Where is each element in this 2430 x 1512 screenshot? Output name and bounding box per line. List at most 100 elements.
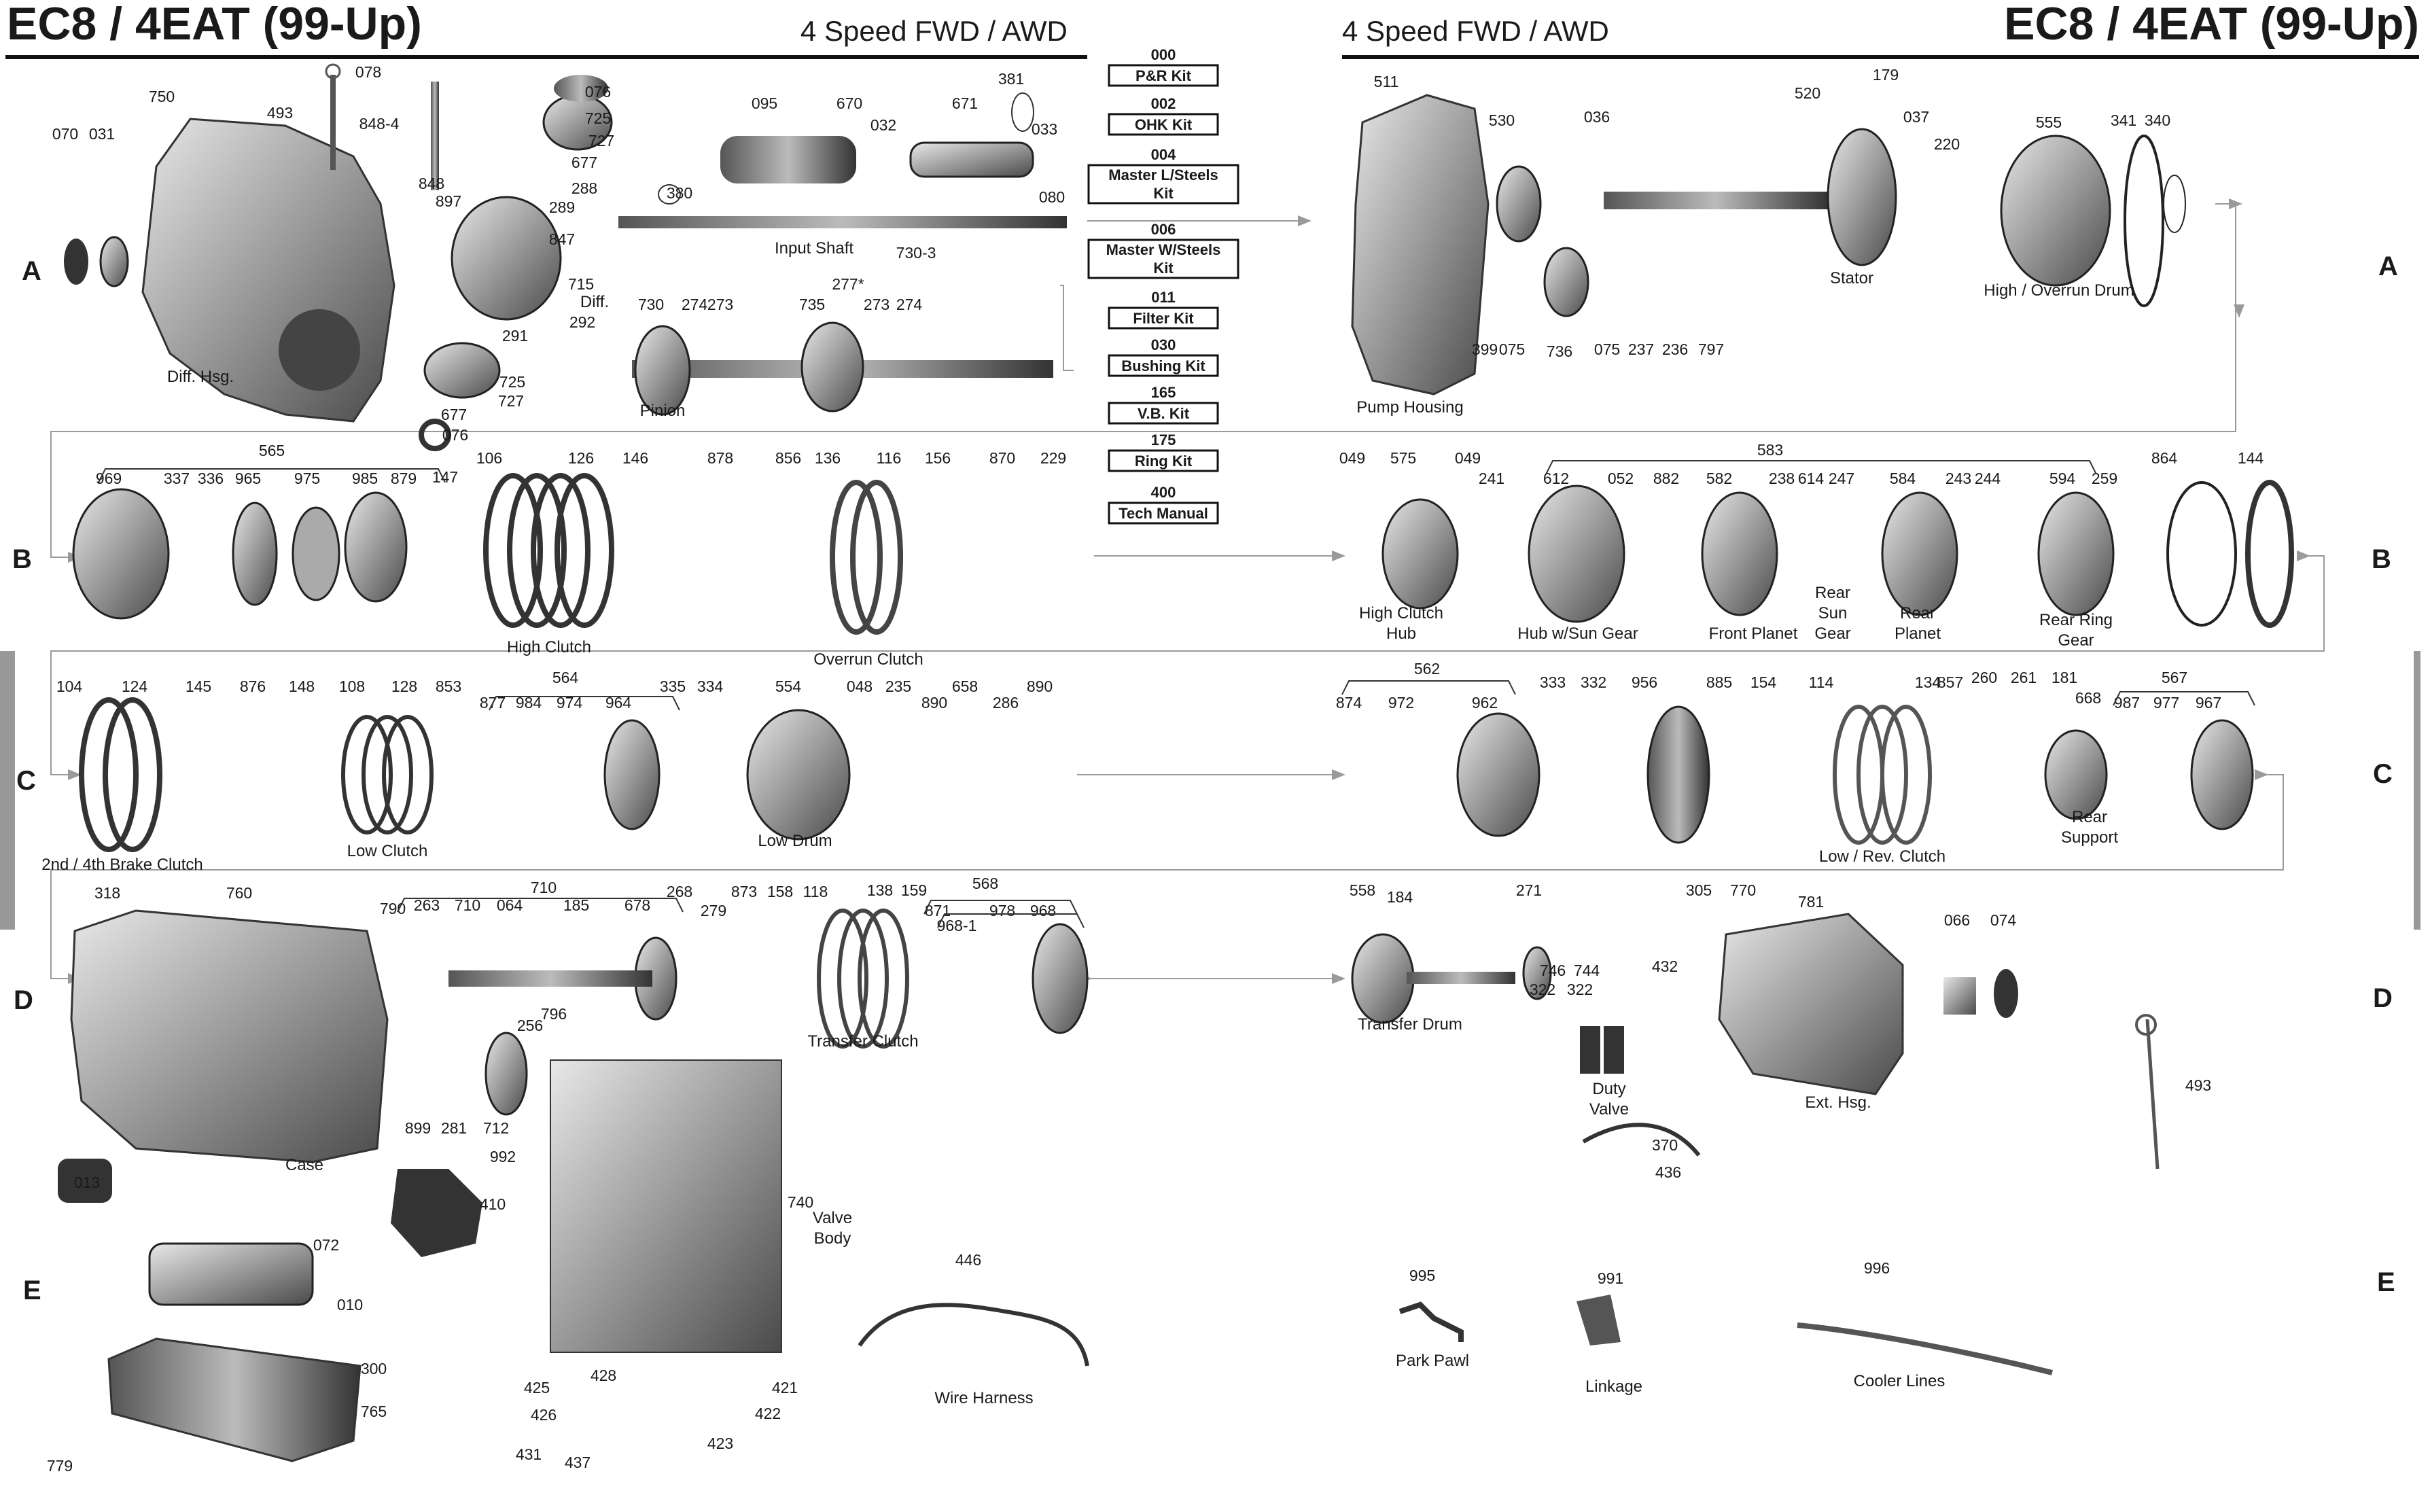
part-callout[interactable]: 256 bbox=[517, 1017, 543, 1034]
part-callout[interactable]: 148 bbox=[289, 678, 315, 695]
part-callout[interactable]: 237 bbox=[1628, 340, 1654, 358]
part-callout[interactable]: 727 bbox=[588, 132, 614, 150]
part-callout[interactable]: 746 bbox=[1540, 962, 1566, 979]
part-callout[interactable]: 318 bbox=[94, 884, 120, 902]
part-callout[interactable]: 048 bbox=[847, 678, 873, 695]
part-callout[interactable]: 493 bbox=[267, 104, 293, 122]
part-callout[interactable]: 779 bbox=[47, 1457, 73, 1475]
part-callout[interactable]: 158 bbox=[767, 883, 793, 900]
part-callout[interactable]: 996 bbox=[1864, 1259, 1890, 1277]
part-callout[interactable]: 658 bbox=[952, 678, 978, 695]
part-callout[interactable]: 322 bbox=[1567, 981, 1593, 998]
kit-box[interactable] bbox=[1108, 306, 1219, 330]
kit-box[interactable] bbox=[1087, 164, 1239, 205]
part-callout[interactable]: 864 bbox=[2151, 449, 2178, 467]
part-callout[interactable]: 431 bbox=[516, 1445, 542, 1463]
part-callout[interactable]: 730 bbox=[638, 296, 664, 313]
kit-label[interactable]: Filter Kit bbox=[1133, 310, 1194, 327]
part-callout[interactable]: 558 bbox=[1350, 881, 1375, 899]
part-callout[interactable]: 370 bbox=[1652, 1136, 1678, 1154]
part-callout[interactable]: 446 bbox=[955, 1251, 981, 1269]
part-callout[interactable]: 555 bbox=[2036, 113, 2062, 131]
kit-box[interactable] bbox=[1108, 502, 1219, 525]
part-callout[interactable]: 856 bbox=[775, 449, 801, 467]
part-callout[interactable]: 236 bbox=[1662, 340, 1688, 358]
kit-box[interactable] bbox=[1108, 402, 1219, 425]
part-callout[interactable]: 271 bbox=[1516, 881, 1542, 899]
part-callout[interactable]: 668 bbox=[2075, 689, 2101, 707]
part-callout[interactable]: 279 bbox=[701, 902, 726, 919]
part-callout[interactable]: 108 bbox=[339, 678, 365, 695]
part-callout[interactable]: 136 bbox=[815, 449, 841, 467]
part-callout[interactable]: 975 bbox=[294, 470, 320, 487]
part-callout[interactable]: 677 bbox=[571, 154, 597, 171]
part-callout[interactable]: 677 bbox=[441, 406, 467, 423]
part-callout[interactable]: 128 bbox=[391, 678, 417, 695]
part-callout[interactable]: 740 bbox=[788, 1193, 813, 1211]
part-callout[interactable]: 260 bbox=[1971, 669, 1997, 686]
part-callout[interactable]: 261 bbox=[2011, 669, 2037, 686]
part-callout[interactable]: 033 bbox=[1032, 120, 1057, 138]
part-callout[interactable]: 274 bbox=[896, 296, 923, 313]
part-callout[interactable]: 885 bbox=[1706, 673, 1732, 691]
kit-box[interactable] bbox=[1108, 113, 1219, 136]
kit-label[interactable]: P&R Kit bbox=[1135, 67, 1192, 84]
part-callout[interactable]: 781 bbox=[1798, 893, 1824, 911]
part-callout[interactable]: 956 bbox=[1632, 673, 1657, 691]
part-callout[interactable]: 305 bbox=[1686, 881, 1712, 899]
kit-label[interactable]: Ring Kit bbox=[1135, 453, 1193, 470]
kit-label[interactable]: OHK Kit bbox=[1135, 116, 1193, 133]
part-callout[interactable]: 493 bbox=[2185, 1076, 2211, 1094]
part-callout[interactable]: 052 bbox=[1608, 470, 1634, 487]
part-callout[interactable]: 333 bbox=[1540, 673, 1566, 691]
part-callout[interactable]: 725 bbox=[585, 109, 611, 127]
part-callout[interactable]: 882 bbox=[1653, 470, 1679, 487]
part-callout[interactable]: 879 bbox=[391, 470, 417, 487]
part-callout[interactable]: 614 bbox=[1798, 470, 1825, 487]
part-callout[interactable]: 750 bbox=[149, 88, 175, 105]
part-callout[interactable]: 423 bbox=[707, 1435, 733, 1452]
part-callout[interactable]: 796 bbox=[541, 1005, 567, 1023]
kit-label[interactable]: V.B. Kit bbox=[1138, 405, 1190, 422]
part-callout[interactable]: 336 bbox=[198, 470, 224, 487]
part-callout[interactable]: 031 bbox=[89, 125, 115, 143]
part-callout[interactable]: 848-4 bbox=[359, 115, 400, 133]
part-callout[interactable]: 273 bbox=[707, 296, 733, 313]
part-callout[interactable]: 564 bbox=[552, 669, 579, 686]
part-callout[interactable]: 072 bbox=[313, 1236, 339, 1254]
part-callout[interactable]: 727 bbox=[498, 392, 524, 410]
part-callout[interactable]: 575 bbox=[1390, 449, 1416, 467]
part-callout[interactable]: 243 bbox=[1945, 470, 1971, 487]
part-callout[interactable]: 870 bbox=[989, 449, 1015, 467]
part-callout[interactable]: 962 bbox=[1472, 694, 1498, 711]
part-callout[interactable]: 145 bbox=[186, 678, 211, 695]
part-callout[interactable]: 075 bbox=[1499, 340, 1525, 358]
part-callout[interactable]: 337 bbox=[164, 470, 190, 487]
part-callout[interactable]: 335 bbox=[660, 678, 686, 695]
part-callout[interactable]: 736 bbox=[1547, 342, 1572, 360]
part-callout[interactable]: 134 bbox=[1915, 673, 1941, 691]
part-callout[interactable]: 678 bbox=[624, 896, 650, 914]
part-callout[interactable]: 184 bbox=[1387, 888, 1413, 906]
part-callout[interactable]: 036 bbox=[1584, 108, 1610, 126]
part-callout[interactable]: 334 bbox=[697, 678, 724, 695]
part-callout[interactable]: 968 bbox=[1030, 902, 1056, 919]
part-callout[interactable]: 857 bbox=[1937, 673, 1963, 691]
part-callout[interactable]: 715 bbox=[568, 275, 594, 293]
part-callout[interactable]: 594 bbox=[2049, 470, 2076, 487]
part-callout[interactable]: 289 bbox=[549, 198, 575, 216]
part-callout[interactable]: 032 bbox=[870, 116, 896, 134]
kit-box[interactable] bbox=[1087, 239, 1239, 279]
part-callout[interactable]: 156 bbox=[925, 449, 951, 467]
part-callout[interactable]: 967 bbox=[2196, 694, 2221, 711]
part-callout[interactable]: 185 bbox=[563, 896, 589, 914]
part-callout[interactable]: 274 bbox=[682, 296, 708, 313]
part-callout[interactable]: 300 bbox=[361, 1360, 387, 1377]
part-callout[interactable]: 730-3 bbox=[896, 244, 936, 262]
part-callout[interactable]: 978 bbox=[989, 902, 1015, 919]
part-callout[interactable]: 075 bbox=[1594, 340, 1620, 358]
part-callout[interactable]: 890 bbox=[921, 694, 947, 711]
part-callout[interactable]: 878 bbox=[707, 449, 733, 467]
part-callout[interactable]: 322 bbox=[1530, 981, 1555, 998]
